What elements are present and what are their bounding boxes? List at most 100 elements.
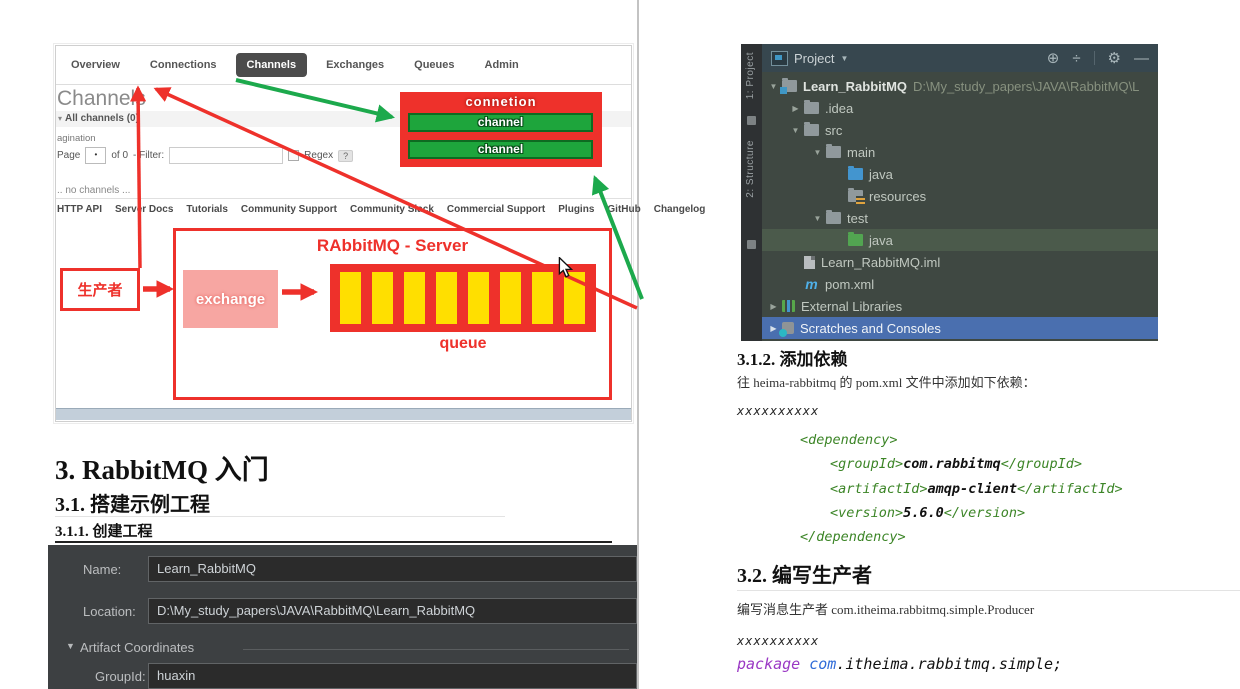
link-tutorials[interactable]: Tutorials bbox=[186, 204, 228, 215]
code-line: <dependency> bbox=[800, 428, 1123, 452]
tree-row-resources[interactable]: resources bbox=[762, 185, 1158, 207]
help-icon[interactable]: ? bbox=[338, 149, 354, 162]
link-github[interactable]: GitHub bbox=[607, 204, 641, 215]
chevron-expanded-icon[interactable]: ▼ bbox=[813, 213, 822, 223]
tree-item-label: .idea bbox=[825, 100, 854, 116]
project-panel-header: Project ▼ ⊕ ÷ ⚙ — bbox=[762, 44, 1158, 72]
tool-window-icon bbox=[747, 116, 756, 125]
xml-tag: </groupId> bbox=[1000, 456, 1082, 473]
tree-row-test[interactable]: ▼ test bbox=[762, 207, 1158, 229]
filter-label: - Filter: bbox=[133, 150, 165, 161]
groupid-label: GroupId: bbox=[95, 669, 146, 684]
all-channels-label: All channels (0) bbox=[65, 113, 139, 124]
chevron-collapsed-icon[interactable]: ▶ bbox=[770, 301, 777, 311]
tree-item-label: External Libraries bbox=[801, 298, 903, 314]
chevron-down-icon: ▾ bbox=[58, 114, 63, 123]
location-field[interactable]: D:\My_study_papers\JAVA\RabbitMQ\Learn_R… bbox=[148, 598, 637, 624]
queue-label: queue bbox=[439, 335, 487, 352]
collapse-all-icon[interactable]: ÷ bbox=[1072, 49, 1081, 67]
stripe-project-button[interactable]: 1: Project bbox=[745, 52, 756, 100]
link-plugins[interactable]: Plugins bbox=[558, 204, 595, 215]
chevron-down-icon[interactable]: ▼ bbox=[840, 53, 849, 63]
xml-tag: <dependency> bbox=[800, 432, 898, 448]
tree-row-external-libraries[interactable]: ▶ External Libraries bbox=[762, 295, 1158, 317]
name-label: Name: bbox=[83, 562, 122, 577]
locate-file-icon[interactable]: ⊕ bbox=[1046, 50, 1060, 67]
tree-row-iml-file[interactable]: Learn_RabbitMQ.iml bbox=[762, 251, 1158, 273]
tab-channels[interactable]: Channels bbox=[235, 53, 308, 77]
test-sources-folder-icon bbox=[848, 232, 863, 246]
chevron-expanded-icon[interactable]: ▼ bbox=[791, 125, 800, 135]
groupid-field[interactable]: huaxin bbox=[148, 663, 637, 689]
of-label: of 0 bbox=[111, 150, 129, 161]
tree-row-idea[interactable]: ▶ .idea bbox=[762, 97, 1158, 119]
tree-item-label: java bbox=[869, 232, 893, 248]
pagination-label: agination bbox=[57, 133, 96, 144]
page-select[interactable]: • bbox=[85, 147, 107, 164]
tree-row-main-java[interactable]: java bbox=[762, 163, 1158, 185]
tab-admin[interactable]: Admin bbox=[484, 59, 519, 71]
tab-queues[interactable]: Queues bbox=[414, 59, 455, 71]
tree-item-label: Learn_RabbitMQ.iml bbox=[821, 254, 941, 270]
project-tree: ▼ Learn_RabbitMQ D:\My_study_papers\JAVA… bbox=[762, 72, 1158, 341]
resources-folder-icon bbox=[848, 188, 865, 204]
queue-stripes bbox=[340, 272, 586, 324]
tab-overview[interactable]: Overview bbox=[71, 59, 120, 71]
xml-value: amqp-client bbox=[927, 480, 1017, 497]
folder-icon bbox=[826, 210, 841, 224]
link-changelog[interactable]: Changelog bbox=[653, 204, 706, 215]
footer-divider bbox=[56, 198, 631, 199]
chevron-down-icon[interactable]: ▼ bbox=[66, 641, 75, 651]
link-community-slack[interactable]: Community Slack bbox=[349, 204, 434, 215]
footer-links: HTTP API Server Docs Tutorials Community… bbox=[57, 204, 705, 215]
link-community-support[interactable]: Community Support bbox=[240, 204, 337, 215]
code-line: </dependency> bbox=[800, 525, 1123, 549]
tool-window-stripe: 1: Project 2: Structure bbox=[741, 44, 762, 341]
project-panel-title[interactable]: Project bbox=[794, 50, 835, 66]
chevron-collapsed-icon[interactable]: ▶ bbox=[792, 103, 799, 113]
project-folder-icon bbox=[780, 78, 797, 94]
tree-row-test-java[interactable]: java bbox=[762, 229, 1158, 251]
tree-row-main[interactable]: ▼ main bbox=[762, 141, 1158, 163]
rabbitmq-server-label: RAbbitMQ - Server bbox=[316, 236, 469, 255]
scratches-icon bbox=[779, 322, 794, 337]
name-field[interactable]: Learn_RabbitMQ bbox=[148, 556, 637, 582]
artifact-coordinates-label[interactable]: Artifact Coordinates bbox=[80, 640, 195, 655]
heading-write-producer: 3.2. 编写生产者 bbox=[737, 565, 872, 587]
java-keyword: package bbox=[737, 655, 810, 673]
hide-panel-icon[interactable]: — bbox=[1134, 49, 1149, 67]
tree-row-src[interactable]: ▼ src bbox=[762, 119, 1158, 141]
page-divider bbox=[637, 0, 639, 689]
tree-row-learn-rabbitmq[interactable]: ▼ Learn_RabbitMQ D:\My_study_papers\JAVA… bbox=[762, 75, 1158, 97]
queue-box bbox=[330, 264, 596, 332]
tree-row-pom-xml[interactable]: m pom.xml bbox=[762, 273, 1158, 295]
horizontal-scrollbar[interactable] bbox=[56, 408, 631, 420]
idea-new-project-dialog: Name: Learn_RabbitMQ Location: D:\My_stu… bbox=[48, 545, 637, 689]
regex-label: Regex bbox=[304, 150, 334, 161]
link-http-api[interactable]: HTTP API bbox=[57, 204, 103, 215]
pagination-row: Page • of 0 - Filter: Regex ? bbox=[57, 147, 354, 164]
tab-exchanges[interactable]: Exchanges bbox=[326, 59, 385, 71]
chevron-expanded-icon[interactable]: ▼ bbox=[813, 147, 822, 157]
tree-row-scratches-and-consoles[interactable]: ▶ Scratches and Consoles bbox=[762, 317, 1158, 339]
tree-item-label: java bbox=[869, 166, 893, 182]
gear-icon[interactable]: ⚙ bbox=[1107, 50, 1121, 67]
tab-connections[interactable]: Connections bbox=[149, 59, 217, 71]
folder-icon bbox=[804, 100, 819, 114]
stripe-structure-button[interactable]: 2: Structure bbox=[745, 140, 756, 198]
java-package-root: com bbox=[809, 655, 837, 673]
regex-checkbox[interactable] bbox=[288, 150, 300, 161]
chevron-expanded-icon[interactable]: ▼ bbox=[769, 81, 778, 91]
connection-label: connetion bbox=[465, 94, 537, 109]
filter-input[interactable] bbox=[169, 147, 284, 164]
link-commercial-support[interactable]: Commercial Support bbox=[446, 204, 546, 215]
channel-bar-top: channel bbox=[408, 113, 593, 132]
channels-page-title: Channels bbox=[57, 87, 146, 110]
chevron-collapsed-icon[interactable]: ▶ bbox=[770, 323, 777, 333]
tree-item-label: pom.xml bbox=[825, 276, 875, 292]
heading-setup-project: 3.1. 搭建示例工程 bbox=[55, 494, 210, 516]
xml-tag: </dependency> bbox=[800, 529, 906, 546]
xml-tag: </artifactId> bbox=[1016, 480, 1123, 497]
link-server-docs[interactable]: Server Docs bbox=[115, 204, 174, 215]
